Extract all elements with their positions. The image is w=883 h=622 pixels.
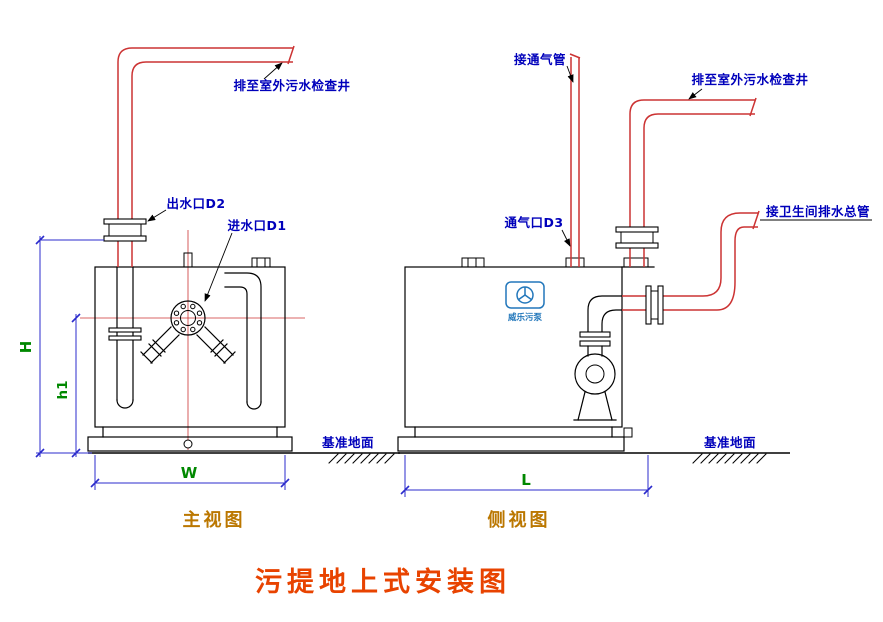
front-inlet-flange bbox=[170, 300, 206, 336]
side-wall-flange bbox=[645, 285, 664, 325]
brand-logo: 威乐污泵 bbox=[505, 281, 545, 323]
front-outlet-flange-d2 bbox=[103, 218, 147, 242]
side-discharge-flange bbox=[615, 226, 659, 249]
front-datum-ground-label: 基准地面 bbox=[321, 435, 374, 450]
side-vent-d3-label: 通气口D3 bbox=[504, 215, 563, 230]
front-internal-elbow bbox=[224, 272, 262, 410]
side-vent-pipe bbox=[569, 53, 581, 267]
front-pipe-end-cap bbox=[287, 45, 295, 65]
front-labels: 排至室外污水检查井 出水口D2 进水口D1 基准地面 bbox=[147, 62, 374, 450]
side-discharge-pipe bbox=[629, 97, 757, 267]
front-diagonal-pipe-right bbox=[196, 326, 236, 364]
side-dimension-L: L bbox=[400, 455, 653, 497]
dimension-h1-label: h1 bbox=[55, 380, 71, 399]
logo-mark-box bbox=[505, 281, 545, 309]
side-vent-connect-label: 接通气管 bbox=[514, 52, 566, 67]
side-tank bbox=[397, 257, 655, 452]
front-internal-suction-pipe bbox=[108, 266, 142, 409]
front-tank bbox=[87, 252, 293, 452]
side-discharge-well-label: 排至室外污水检查井 bbox=[691, 72, 808, 87]
drawing-title: 污提地上式安装图 bbox=[255, 567, 511, 598]
toilet-pipe-end-cap bbox=[752, 210, 760, 230]
front-dimension-H: H bbox=[17, 235, 104, 458]
dimension-H-label: H bbox=[17, 341, 35, 354]
front-inlet-d1-label: 进水口D1 bbox=[227, 218, 286, 233]
front-ground bbox=[88, 452, 400, 464]
front-view: H h1 W 排至室外污水检查井 出水口D2 进水口D1 基准地面 主视图 bbox=[17, 45, 400, 531]
side-base-tab bbox=[623, 427, 633, 438]
front-discharge-well-label: 排至室外污水检查井 bbox=[233, 78, 350, 93]
side-toilet-main-label: 接卫生间排水总管 bbox=[766, 204, 870, 219]
front-outlet-d2-label: 出水口D2 bbox=[166, 196, 225, 211]
front-diagonal-pipe-left bbox=[140, 326, 180, 364]
side-pipe-end-cap bbox=[749, 97, 757, 117]
front-ground-hatching bbox=[328, 453, 395, 464]
side-vent-socket bbox=[565, 257, 585, 268]
front-drain-bolt bbox=[183, 439, 193, 449]
side-ground-hatching bbox=[692, 453, 767, 464]
front-dimension-W: W bbox=[90, 455, 290, 490]
side-ground bbox=[398, 452, 790, 464]
side-discharge-boss bbox=[623, 257, 649, 268]
brand-logo-text: 威乐污泵 bbox=[507, 312, 543, 323]
vent-pipe-end-cap bbox=[569, 53, 581, 59]
side-datum-ground-label: 基准地面 bbox=[703, 435, 756, 450]
side-toilet-main-pipe bbox=[622, 210, 760, 311]
side-view: 威乐污泵 bbox=[397, 52, 872, 531]
front-dimension-h1: h1 bbox=[55, 313, 81, 458]
side-view-caption: 侧视图 bbox=[488, 509, 551, 531]
side-internal-pump bbox=[573, 295, 623, 421]
dimension-L-label: L bbox=[521, 471, 531, 489]
front-view-caption: 主视图 bbox=[183, 509, 246, 531]
side-labels: 接通气管 排至室外污水检查井 通气口D3 接卫生间排水总管 基准地面 bbox=[504, 52, 872, 450]
dimension-W-label: W bbox=[181, 464, 198, 482]
front-discharge-pipe bbox=[117, 45, 295, 267]
